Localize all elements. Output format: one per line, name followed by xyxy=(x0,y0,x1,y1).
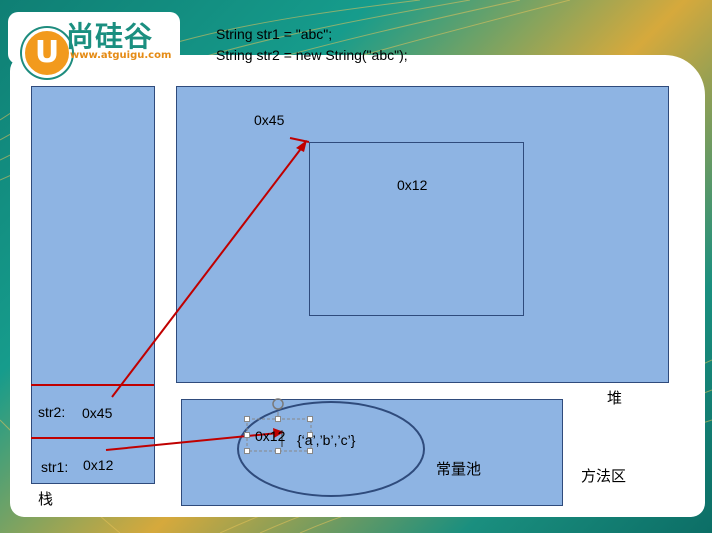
resize-handle-n[interactable] xyxy=(275,416,281,422)
resize-handle-se[interactable] xyxy=(307,448,313,454)
str1-name: str1: xyxy=(41,459,69,475)
logo-url: www.atguigu.com xyxy=(70,50,172,61)
logo-badge-icon: U xyxy=(22,28,72,78)
stack-box xyxy=(31,86,155,484)
resize-handle-w[interactable] xyxy=(244,432,250,438)
logo-name: 尚硅谷 xyxy=(66,20,154,53)
code-line-1: String str1 = "abc"; xyxy=(216,26,333,42)
constant-pool-ellipse xyxy=(237,401,425,497)
str2-arrowhead xyxy=(296,140,307,152)
resize-handle-nw[interactable] xyxy=(244,416,250,422)
string-object-box xyxy=(309,142,524,316)
rotate-handle-icon[interactable] xyxy=(272,398,284,410)
str1-arrowhead xyxy=(273,428,284,438)
heap-object-address: 0x45 xyxy=(254,112,285,128)
resize-handle-s[interactable] xyxy=(275,448,281,454)
method-area-title: 方法区 xyxy=(581,467,627,485)
stack-title: 栈 xyxy=(38,490,54,508)
constant-pool-title: 常量池 xyxy=(436,460,482,478)
code-line-2: String str2 = new String("abc"); xyxy=(216,47,408,63)
pool-char-array: {‘a’,’b’,’c’} xyxy=(297,432,356,448)
heap-title: 堆 xyxy=(607,389,623,407)
str2-name: str2: xyxy=(38,404,66,420)
str2-value: 0x45 xyxy=(82,405,113,421)
heap-inner-address: 0x12 xyxy=(397,177,428,193)
resize-handle-e[interactable] xyxy=(307,432,313,438)
logo-letter: U xyxy=(34,35,60,70)
str2-reference-arrow xyxy=(111,145,304,398)
str1-value: 0x12 xyxy=(83,457,114,473)
logo: U xyxy=(8,12,180,78)
pool-address[interactable]: 0x12 xyxy=(255,428,286,444)
resize-handle-sw[interactable] xyxy=(244,448,250,454)
str1-reference-arrow xyxy=(105,432,279,451)
resize-handle-ne[interactable] xyxy=(307,416,313,422)
